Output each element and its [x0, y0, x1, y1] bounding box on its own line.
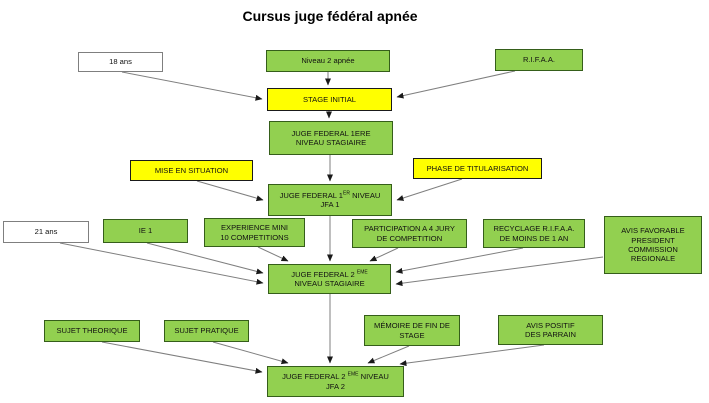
node-sujet-theorique: SUJET THEORIQUE [44, 320, 140, 342]
node-label-line2: NIVEAU STAGIAIRE [295, 138, 367, 147]
node-label-line2: PRESIDENT [631, 235, 675, 245]
arrow-recyclage-to-jf2-stagiaire [395, 247, 524, 274]
node-label-line1: JUGE FEDERAL 1ER NIVEAU [279, 189, 381, 200]
arrow-rifaa-to-stage-initial [396, 70, 516, 99]
arrow-avis-positif-to-jfa2 [399, 344, 545, 367]
arrow-sujet-pratique-to-jfa2 [212, 341, 289, 365]
node-label: R.I.F.A.A. [522, 55, 556, 65]
node-label-line2: DE COMPETITION [376, 233, 443, 243]
arrow-sujet-theorique-to-jfa2 [101, 341, 263, 374]
node-label-line2: DES PARRAIN [525, 330, 576, 339]
node-label: IE 1 [138, 226, 153, 236]
node-label: SUJET THEORIQUE [56, 326, 128, 336]
node-label: SUJET PRATIQUE [174, 326, 239, 336]
node-label-line1: RECYCLAGE R.I.F.A.A. [493, 224, 575, 234]
node-label-line1: EXPERIENCE MINI [220, 223, 289, 233]
arrow-21ans-to-jf2-stagiaire [59, 242, 264, 285]
node-label-line2: JFA 1 [320, 200, 340, 209]
node-juge-federal-2eme-niveau-jfa2: JUGE FEDERAL 2 EME NIVEAU JFA 2 [267, 366, 404, 397]
node-juge-federal-2eme-niveau-stagiaire: JUGE FEDERAL 2 EME NIVEAU STAGIAIRE [268, 264, 391, 294]
node-label-line2: STAGE [399, 330, 425, 340]
node-juge-federal-1ere-niveau-stagiaire: JUGE FEDERAL 1ERE NIVEAU STAGIAIRE [269, 121, 393, 155]
node-mise-en-situation: MISE EN SITUATION [130, 160, 253, 181]
node-label-line1: JUGE FEDERAL 2 EME NIVEAU [282, 371, 389, 382]
node-participation-4-jury-competition: PARTICIPATION A 4 JURY DE COMPETITION [352, 219, 467, 248]
arrow-mise-to-jfa1 [196, 180, 264, 202]
node-label-line1: PARTICIPATION A 4 JURY [364, 224, 455, 234]
node-ie-1: IE 1 [103, 219, 188, 243]
arrow-memoire-to-jfa2 [367, 345, 410, 364]
node-label-line1: MÉMOIRE DE FIN DE [374, 321, 450, 331]
node-label-line2: 10 COMPETITIONS [220, 232, 289, 242]
node-label-line2: JFA 2 [326, 381, 345, 391]
diagram-title: Cursus juge fédéral apnée [242, 8, 418, 24]
node-rifaa: R.I.F.A.A. [495, 49, 583, 71]
node-label-line4: REGIONALE [630, 254, 676, 264]
node-sujet-pratique: SUJET PRATIQUE [164, 320, 249, 342]
node-label: 21 ans [34, 227, 58, 237]
node-label: 18 ans [109, 57, 132, 67]
node-stage-initial: STAGE INITIAL [267, 88, 392, 111]
node-label-line1: AVIS POSITIF [526, 320, 575, 330]
node-21-ans: 21 ans [3, 221, 89, 243]
node-18-ans: 18 ans [78, 52, 163, 72]
node-experience-mini-10-competitions: EXPERIENCE MINI 10 COMPETITIONS [204, 218, 305, 247]
arrow-avis-favorable-to-jf2-stagiaire [395, 256, 604, 287]
node-label-line1: JUGE FEDERAL 2 EME [291, 268, 368, 279]
arrow-ie1-to-jf2-stagiaire [146, 242, 264, 275]
node-label: STAGE INITIAL [302, 94, 357, 104]
node-label: Niveau 2 apnée [301, 56, 355, 66]
node-label: MISE EN SITUATION [154, 165, 229, 175]
arrow-phase-to-jfa1 [396, 178, 463, 201]
arrow-participation-to-jf2-stagiaire [369, 247, 399, 262]
arrow-experience-to-jf2-stagiaire [257, 246, 289, 262]
node-avis-favorable-president-commission-regionale: AVIS FAVORABLE PRESIDENT COMMISSION REGI… [604, 216, 702, 274]
node-label-line2: DE MOINS DE 1 AN [499, 233, 569, 243]
arrow-18ans-to-stage-initial [121, 71, 263, 101]
node-label-line3: COMMISSION [628, 245, 678, 254]
node-avis-positif-des-parrain: AVIS POSITIF DES PARRAIN [498, 315, 603, 345]
node-recyclage-rifaa-moins-1-an: RECYCLAGE R.I.F.A.A. DE MOINS DE 1 AN [483, 219, 585, 248]
node-label-line1: JUGE FEDERAL 1ERE [291, 128, 371, 138]
node-label: PHASE DE TITULARISATION [426, 163, 529, 173]
node-juge-federal-1er-niveau-jfa1: JUGE FEDERAL 1ER NIVEAU JFA 1 [268, 184, 392, 216]
node-label-line1: AVIS FAVORABLE [621, 226, 685, 236]
node-niveau-2-apnee: Niveau 2 apnée [266, 50, 390, 72]
node-phase-de-titularisation: PHASE DE TITULARISATION [413, 158, 542, 179]
node-label-line2: NIVEAU STAGIAIRE [294, 279, 365, 288]
node-memoire-de-fin-de-stage: MÉMOIRE DE FIN DE STAGE [364, 315, 460, 346]
